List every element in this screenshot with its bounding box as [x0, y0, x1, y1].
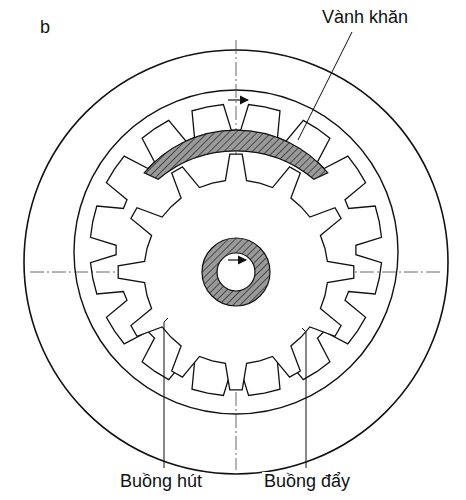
rotation-arrow — [228, 99, 248, 100]
leader-line — [298, 32, 352, 140]
shaft-hub — [202, 238, 270, 306]
part-label: Vành khăn — [320, 8, 410, 28]
pinion-gear — [118, 154, 354, 390]
ring-gear-teeth — [91, 105, 382, 396]
leader-line — [302, 328, 306, 468]
ring-gear-body — [74, 90, 398, 414]
part-label: Buồng hút — [118, 472, 204, 492]
part-label: Buồng đẩy — [262, 472, 352, 492]
shaft-bore — [217, 253, 255, 291]
leader-line — [164, 318, 168, 468]
rotation-arrow — [228, 259, 246, 260]
crescent — [144, 130, 328, 179]
caption-letter: b — [38, 18, 52, 38]
